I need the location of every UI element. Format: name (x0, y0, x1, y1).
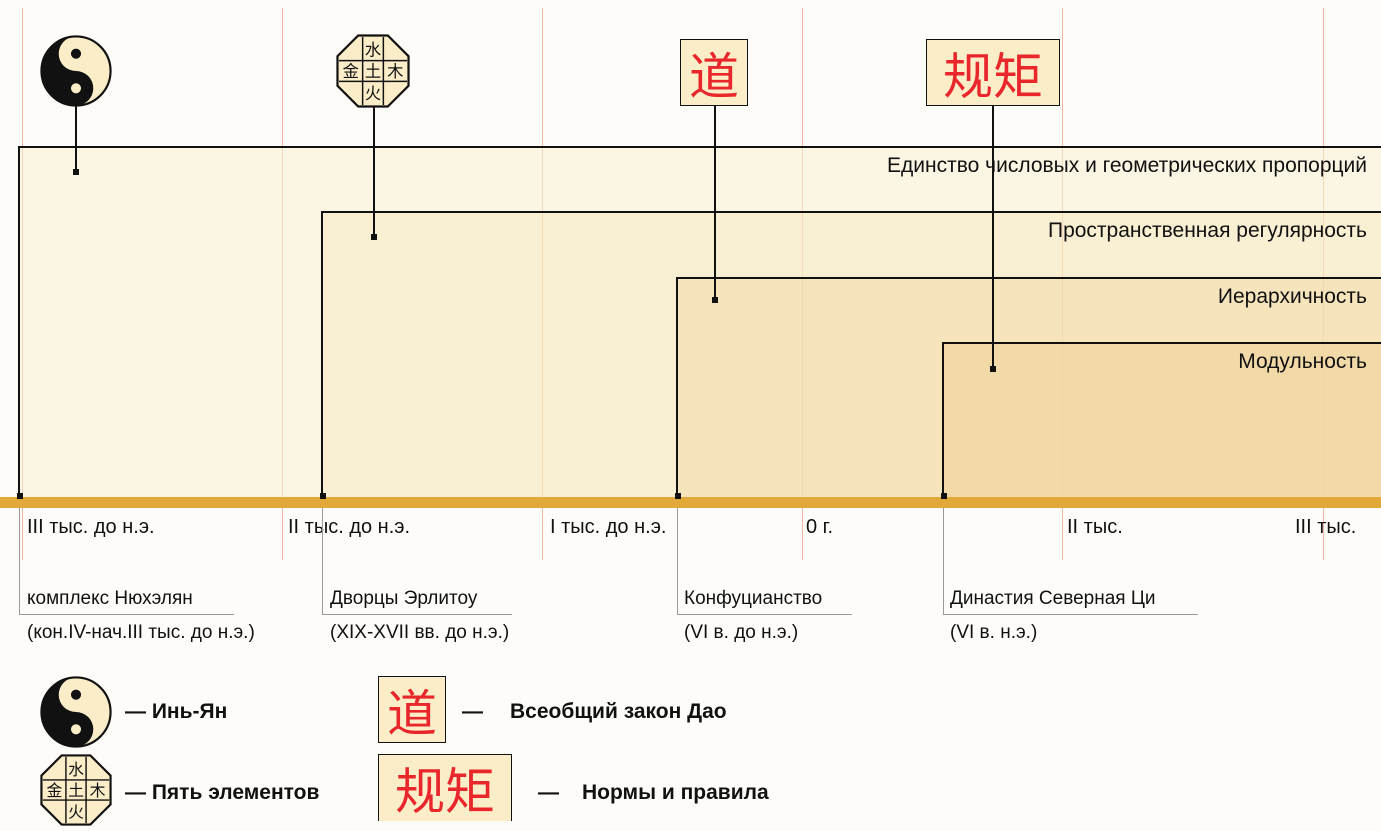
event-name: Династия Северная Ци (950, 588, 1156, 609)
band-label-proportions: Единство числовых и геометрических пропо… (887, 154, 1367, 177)
event-dropline (943, 508, 944, 615)
legend-dao-label: Всеобщий закон Дао (510, 700, 727, 723)
tick-label: III тыс. до н.э. (27, 516, 155, 538)
band-label-modularity: Модульность (1238, 350, 1367, 373)
axis-marker (675, 493, 681, 499)
band-regularity: Пространственная регулярность (321, 211, 1381, 498)
band-modularity: Модульность (942, 342, 1381, 498)
legend-element-earth: 土 (68, 781, 84, 800)
legend-element-wood: 木 (90, 781, 106, 800)
axis-marker (17, 493, 23, 499)
legend-dao-character: 道 (387, 684, 437, 743)
tick-label: II тыс. до н.э. (288, 516, 411, 538)
band-label-hierarchy: Иерархичность (1217, 285, 1367, 308)
tick-label: I тыс. до н.э. (550, 516, 667, 538)
event-underline (322, 614, 512, 615)
axis-marker (320, 493, 326, 499)
event-underline (677, 614, 852, 615)
dao-character: 道 (689, 47, 739, 106)
event-date: (VI в. до н.э.) (684, 622, 799, 643)
yinyang-icon (40, 35, 112, 107)
yinyang-marker (73, 169, 79, 175)
legend-yinyang-label: — Инь-Ян (125, 700, 228, 723)
element-wood: 木 (387, 62, 403, 81)
legend-element-metal: 金 (46, 781, 62, 800)
band-proportions: Единство числовых и геометрических пропо… (18, 146, 1381, 498)
guiju-characters: 规矩 (943, 47, 1043, 106)
event-name: Дворцы Эрлитоу (330, 588, 478, 609)
tick-label: 0 г. (806, 516, 834, 538)
event-date: (VI в. н.э.) (950, 622, 1038, 643)
guiju-symbol: 规矩 (926, 39, 1060, 106)
event-dropline (19, 508, 20, 615)
legend-element-fire: 火 (68, 802, 84, 821)
legend-dao-dash: — (462, 700, 483, 723)
event-date: (XIX-XVII вв. до н.э.) (330, 622, 510, 643)
event-name: Конфуцианство (684, 588, 823, 609)
event-name: комплекс Нюхэлян (27, 588, 193, 609)
legend-five-elements-icon: 水 金 土 木 火 (40, 754, 112, 826)
event-underline (943, 614, 1198, 615)
axis-marker (941, 493, 947, 499)
dao-connector (714, 106, 716, 300)
tick-label: III тыс. (1295, 516, 1357, 538)
element-earth: 土 (365, 62, 381, 81)
yinyang-connector (75, 100, 77, 172)
legend-yinyang-icon (40, 676, 112, 748)
legend-guiju-label: Нормы и правила (582, 781, 769, 804)
event-dropline (322, 508, 323, 615)
legend-guiju-characters: 规矩 (395, 763, 495, 821)
element-water: 水 (365, 40, 381, 59)
timeline-axis (0, 497, 1381, 508)
five-elements-connector (373, 104, 375, 238)
legend-guiju-dash: — (538, 781, 559, 804)
five-elements-marker (371, 234, 377, 240)
event-dropline (677, 508, 678, 615)
band-hierarchy: Иерархичность (676, 277, 1381, 498)
band-label-regularity: Пространственная регулярность (1047, 219, 1367, 242)
event-date: (кон.IV-нач.III тыс. до н.э.) (27, 622, 255, 643)
legend-guiju-symbol: 规矩 (378, 754, 512, 821)
guiju-marker (990, 366, 996, 372)
legend-dao-symbol: 道 (378, 676, 446, 743)
dao-marker (712, 297, 718, 303)
guiju-connector (992, 106, 994, 369)
legend-five-elements-label: — Пять элементов (125, 781, 320, 804)
dao-symbol: 道 (680, 39, 748, 106)
five-elements-icon: 水 金 土 木 火 (336, 34, 410, 108)
element-fire: 火 (365, 84, 381, 103)
tick-label: II тыс. (1067, 516, 1123, 538)
event-underline (19, 614, 234, 615)
element-metal: 金 (343, 62, 359, 81)
legend-element-water: 水 (68, 760, 84, 779)
